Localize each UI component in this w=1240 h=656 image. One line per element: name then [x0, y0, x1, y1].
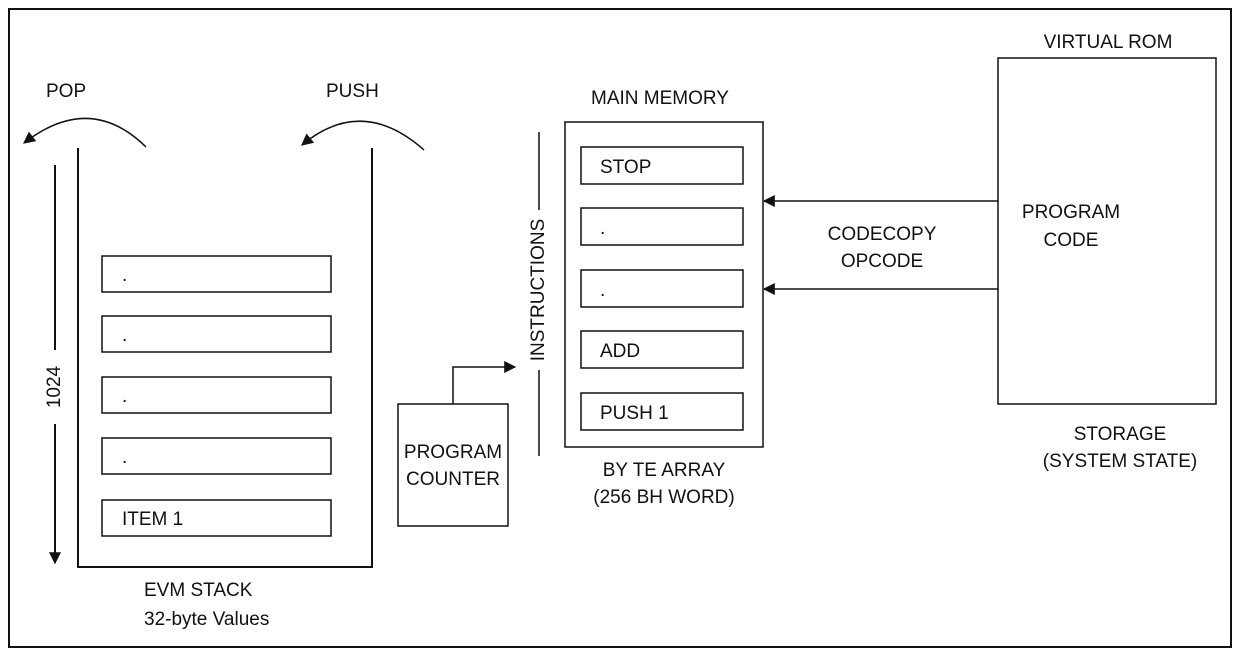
- stack-item: .: [101, 376, 332, 414]
- virtual-rom-box: [997, 57, 1217, 405]
- program-counter-label-line2: COUNTER: [406, 469, 500, 490]
- main-memory: MAIN MEMORY STOP . . ADD PUSH 1 BY TE AR…: [564, 88, 764, 508]
- stack-caption-title: EVM STACK: [144, 580, 253, 601]
- stack-item: .: [101, 315, 332, 353]
- stack-item: .: [101, 255, 332, 293]
- instructions-label: INSTRUCTIONS: [528, 219, 549, 362]
- outer-frame: [8, 8, 1232, 648]
- stack-item-label: .: [122, 447, 127, 468]
- memory-cell: PUSH 1: [580, 392, 744, 431]
- memory-cell-label: .: [600, 280, 605, 301]
- stack-container: [77, 148, 373, 568]
- program-counter-box: [397, 403, 509, 527]
- memory-cell: .: [580, 269, 744, 308]
- stack-item-label: .: [122, 325, 127, 346]
- stack-item-label: ITEM 1: [122, 509, 183, 530]
- pop-label: POP: [46, 81, 86, 102]
- push-arrow: [301, 120, 425, 151]
- virtual-rom-title: VIRTUAL ROM: [1044, 32, 1173, 53]
- codecopy-label-line2: OPCODE: [841, 251, 923, 272]
- storage-caption-line1: STORAGE: [1074, 424, 1167, 445]
- memory-cell: .: [580, 207, 744, 246]
- stack-item-label: .: [122, 265, 127, 286]
- main-memory-caption-line1: BY TE ARRAY: [603, 460, 726, 481]
- program-code-label-line1: PROGRAM: [1022, 202, 1120, 223]
- memory-cell: ADD: [580, 330, 744, 369]
- virtual-rom: VIRTUAL ROM PROGRAM CODE STORAGE (SYSTEM…: [997, 32, 1217, 472]
- stack-item: .: [101, 437, 332, 475]
- memory-cell: STOP: [580, 146, 744, 185]
- instructions-indicator: INSTRUCTIONS: [528, 132, 549, 456]
- program-counter-arrow: [452, 361, 517, 404]
- main-memory-title: MAIN MEMORY: [591, 88, 729, 109]
- main-memory-caption-line2: (256 BH WORD): [593, 487, 734, 508]
- program-code-label-line2: CODE: [1044, 230, 1099, 251]
- program-counter-label-line1: PROGRAM: [404, 442, 502, 463]
- stack-depth-label: 1024: [44, 365, 65, 408]
- memory-cell-label: ADD: [600, 341, 640, 362]
- memory-cell-label: STOP: [600, 157, 651, 178]
- stack-item: ITEM 1: [101, 499, 332, 537]
- evm-stack: . . . . ITEM 1 1024 POP PUSH EVM STACK 3…: [23, 81, 425, 630]
- memory-cell-label: .: [600, 218, 605, 239]
- push-label: PUSH: [326, 81, 379, 102]
- stack-caption-subtitle: 32-byte Values: [144, 609, 269, 630]
- storage-caption-line2: (SYSTEM STATE): [1043, 451, 1197, 472]
- codecopy-connection: CODECOPY OPCODE: [762, 195, 998, 295]
- memory-cell-label: PUSH 1: [600, 403, 669, 424]
- main-memory-box: [564, 121, 764, 448]
- program-counter: PROGRAM COUNTER: [397, 361, 517, 527]
- stack-item-label: .: [122, 386, 127, 407]
- pop-arrow: [23, 117, 147, 148]
- codecopy-label-line1: CODECOPY: [828, 224, 937, 245]
